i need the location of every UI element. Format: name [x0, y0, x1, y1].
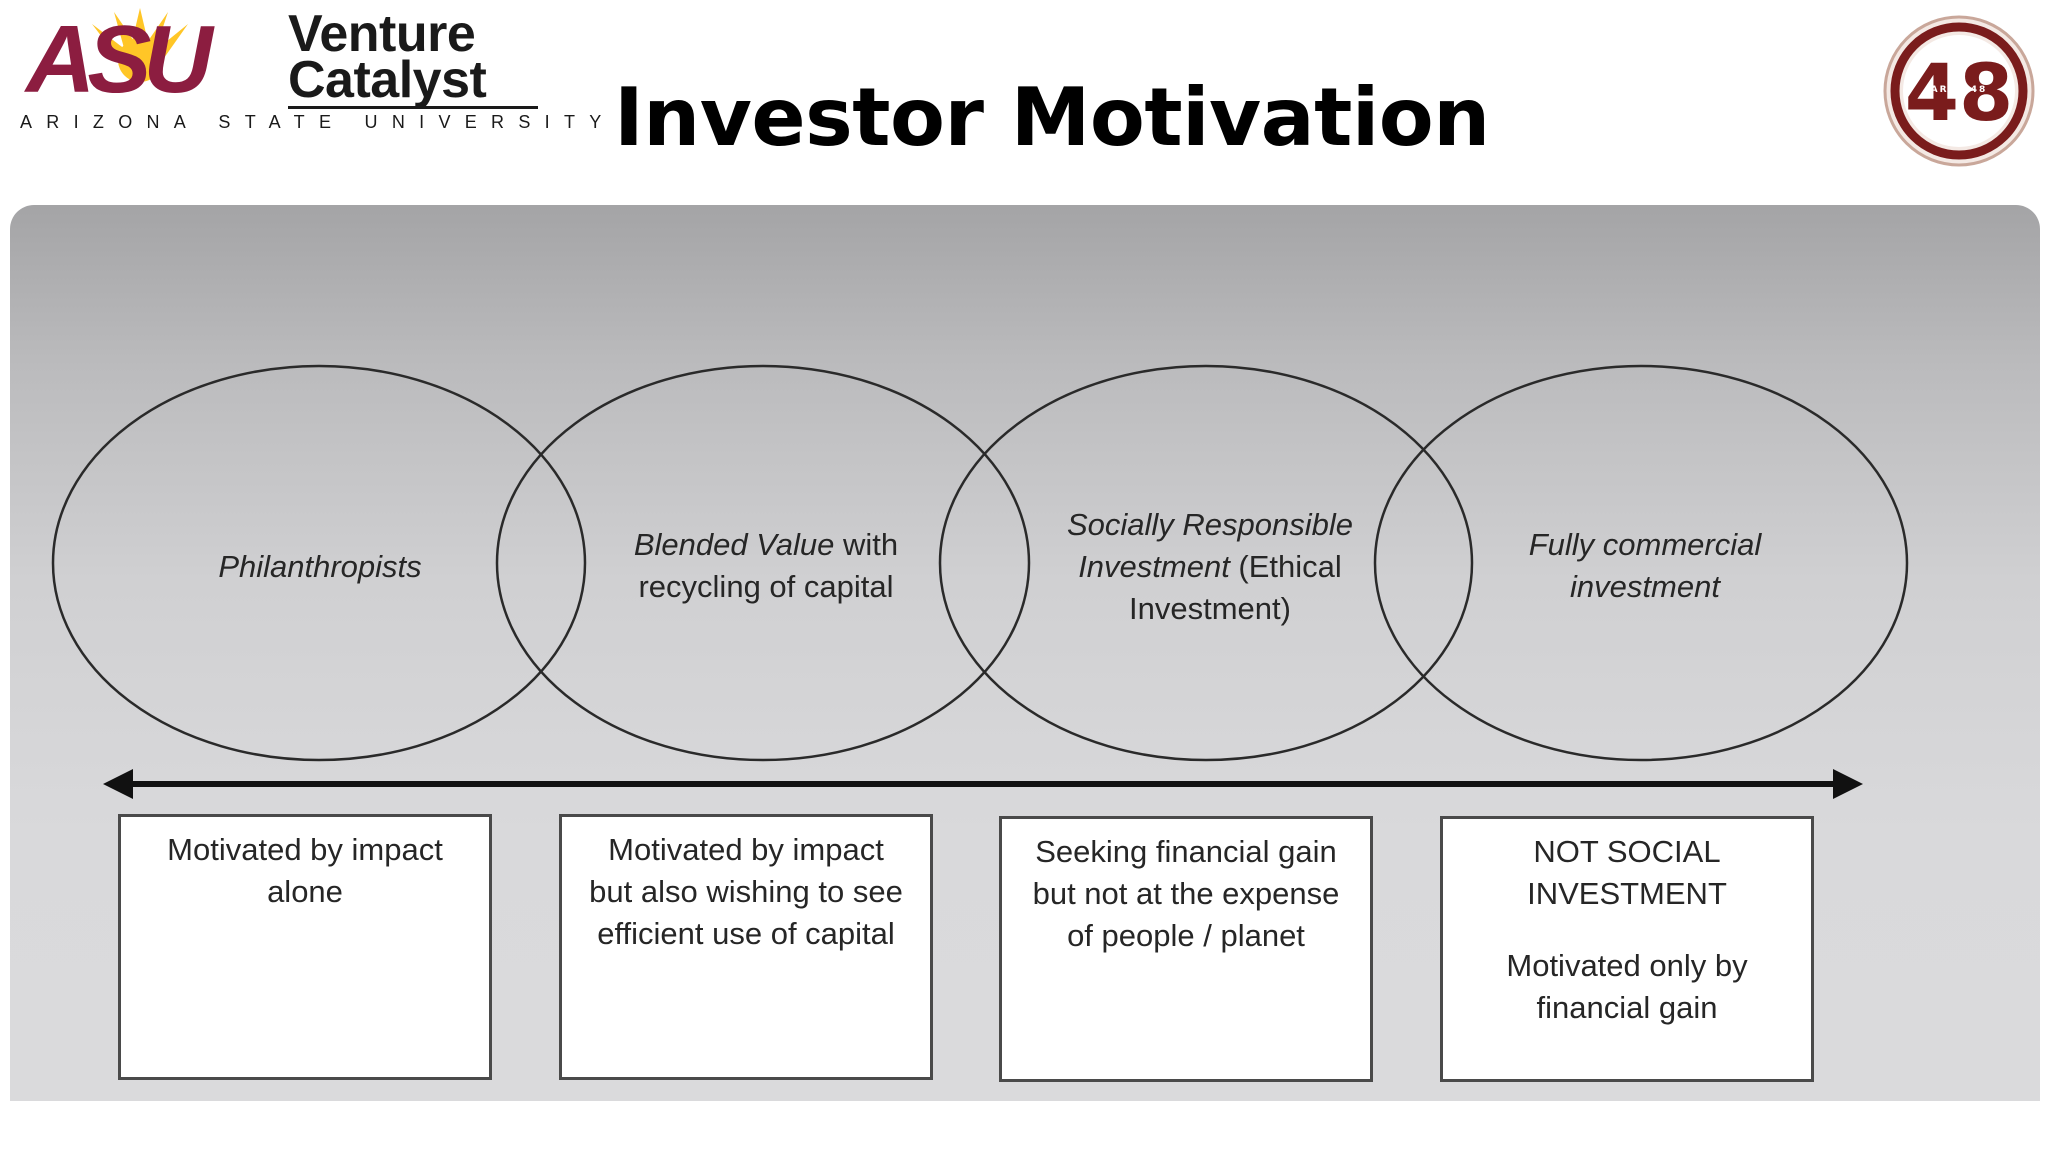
- logo-divider: [288, 106, 538, 109]
- circle-fully-commercial: [1373, 364, 1909, 762]
- box-financial-gain-ethical: Seeking financial gain but not at the ex…: [999, 816, 1373, 1082]
- label-socially-responsible: Socially Responsible Investment (Ethical…: [1066, 507, 1354, 626]
- asu-logo-icon: ASU: [24, 8, 223, 94]
- logo-catalyst-text: Catalyst: [288, 51, 487, 109]
- label-blended-value: Blended Value with recycling of capital: [633, 527, 899, 604]
- circle-socially-responsible: [938, 364, 1474, 762]
- asu-venture-catalyst-logo: ASU Venture Catalyst ARIZONA STATE UNIVE…: [18, 5, 601, 138]
- box-impact-efficient-capital: Motivated by impact but also wishing to …: [559, 814, 933, 1080]
- page-title: Investor Motivation: [614, 71, 1490, 164]
- label-philanthropists: Philanthropists: [218, 549, 422, 584]
- box-impact-alone: Motivated by impact alone: [118, 814, 492, 1080]
- box-not-social-investment: NOT SOCIAL INVESTMENT Motivated only by …: [1440, 816, 1814, 1082]
- label-fully-commercial: Fully commercial investment: [1528, 527, 1762, 604]
- area-48-badge-icon: 48 AREA 48: [1883, 15, 2035, 167]
- circle-blended-value: [495, 364, 1031, 762]
- logo-university-text: ARIZONA STATE UNIVERSITY: [20, 112, 616, 132]
- badge-text: AREA 48: [1931, 85, 1988, 95]
- asu-letters: ASU: [24, 8, 215, 94]
- circle-philanthropists: [51, 364, 587, 762]
- logo-venture-text: Venture: [288, 5, 476, 63]
- sunburst-icon: [92, 8, 188, 82]
- badge-number: 48: [1905, 49, 2014, 139]
